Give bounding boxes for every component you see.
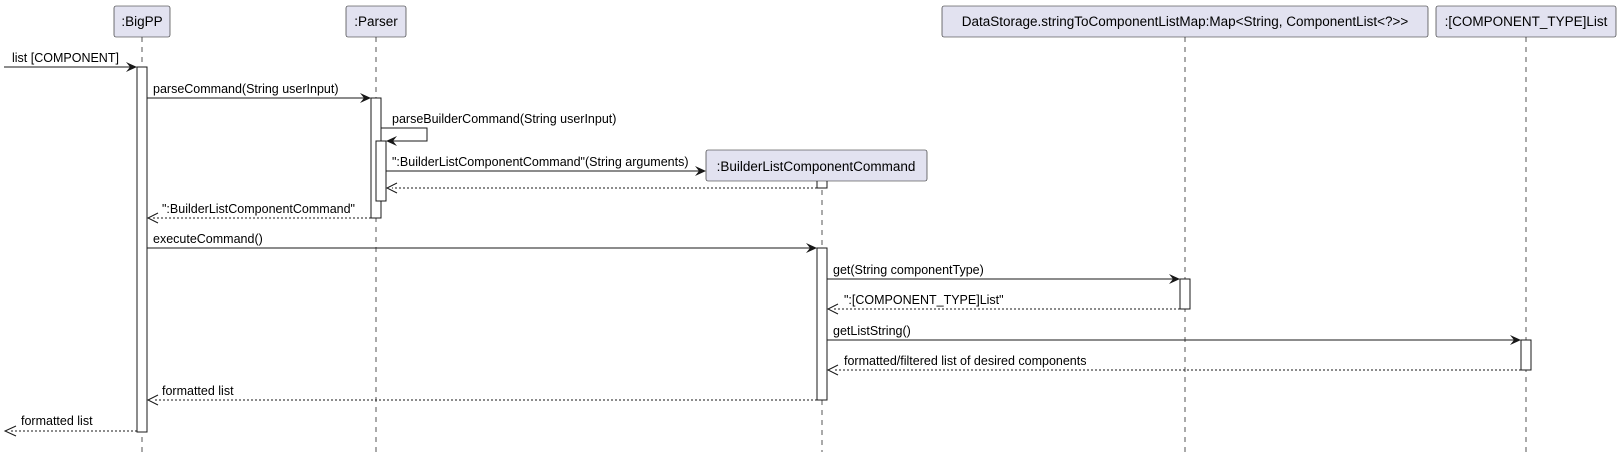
message-m4-label: ":BuilderListComponentCommand"(String ar… [392, 155, 689, 169]
message-m7: executeCommand() [147, 232, 817, 253]
message-m10-label: getListString() [833, 324, 911, 338]
participant-list-label: :[COMPONENT_TYPE]List [1445, 14, 1608, 29]
message-m3-label: parseBuilderCommand(String userInput) [392, 112, 616, 126]
message-m2: parseCommand(String userInput) [147, 82, 371, 103]
message-m11: formatted/filtered list of desired compo… [826, 354, 1521, 376]
message-m6: ":BuilderListComponentCommand" [146, 202, 371, 224]
participant-storage: DataStorage.stringToComponentListMap:Map… [941, 5, 1429, 38]
participant-list: :[COMPONENT_TYPE]List [1435, 5, 1617, 38]
message-m6-label: ":BuilderListComponentCommand" [162, 202, 355, 216]
message-m1: list [COMPONENT] [4, 51, 137, 72]
participant-storage-label: DataStorage.stringToComponentListMap:Map… [962, 14, 1409, 29]
participant-bigpp-label: :BigPP [121, 14, 162, 29]
message-m3: parseBuilderCommand(String userInput) [381, 112, 616, 146]
message-m8: get(String componentType) [827, 263, 1180, 284]
activation-bigpp [136, 66, 148, 433]
message-m10: getListString() [827, 324, 1521, 345]
participant-bigpp: :BigPP [113, 5, 171, 38]
participant-parser: :Parser [345, 5, 407, 38]
participant-command-label: :BuilderListComponentCommand [717, 159, 916, 174]
message-m2-label: parseCommand(String userInput) [153, 82, 339, 96]
activation-list [1520, 339, 1532, 371]
message-m12: formatted list [146, 384, 817, 406]
message-m11-label: formatted/filtered list of desired compo… [844, 354, 1086, 368]
activation-command [816, 247, 828, 401]
message-m9-label: ":[COMPONENT_TYPE]List" [844, 293, 1004, 307]
message-m8-label: get(String componentType) [833, 263, 984, 277]
participant-parser-label: :Parser [354, 14, 398, 29]
activation-parser-inner [375, 140, 387, 202]
message-m4: ":BuilderListComponentCommand"(String ar… [386, 155, 706, 176]
message-m13-label: formatted list [21, 414, 93, 428]
message-m9: ":[COMPONENT_TYPE]List" [826, 293, 1180, 315]
participant-command: :BuilderListComponentCommand [705, 149, 928, 182]
message-m12-label: formatted list [162, 384, 234, 398]
message-m7-label: executeCommand() [153, 232, 263, 246]
activation-storage [1179, 278, 1191, 310]
message-m1-label: list [COMPONENT] [12, 51, 119, 65]
message-m5 [385, 182, 817, 194]
message-m13: formatted list [3, 414, 137, 437]
